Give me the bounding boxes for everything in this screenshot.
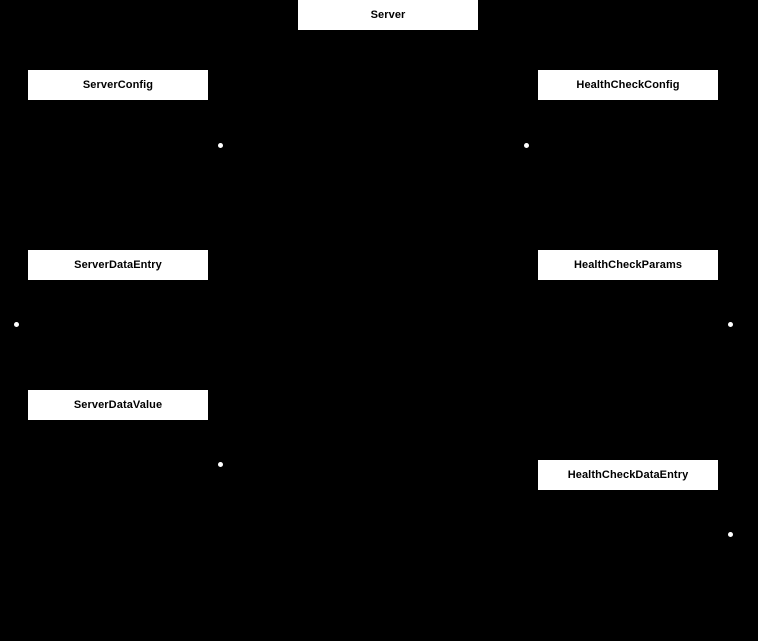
class-node-health-check-data-entry[interactable]: HealthCheckDataEntry [538,460,718,490]
class-node-server-config[interactable]: ServerConfig [28,70,208,100]
connector-endpoint-dot-icon [14,322,19,327]
class-node-label: ServerConfig [82,78,154,91]
class-node-label: HealthCheckConfig [576,78,680,91]
class-node-label: HealthCheckDataEntry [567,468,689,481]
class-node-server-data-entry[interactable]: ServerDataEntry [28,250,208,280]
class-node-server[interactable]: Server [298,0,478,30]
connector-endpoint-dot-icon [218,143,223,148]
connector-endpoint-dot-icon [524,143,529,148]
class-node-server-data-value[interactable]: ServerDataValue [28,390,208,420]
class-node-label: Server [370,8,406,21]
connector-endpoint-dot-icon [728,532,733,537]
connector-endpoint-dot-icon [218,462,223,467]
class-node-health-check-params[interactable]: HealthCheckParams [538,250,718,280]
class-node-label: HealthCheckParams [573,258,683,271]
connector-endpoint-dot-icon [728,322,733,327]
class-node-label: ServerDataValue [73,398,163,411]
class-node-health-check-config[interactable]: HealthCheckConfig [538,70,718,100]
class-node-label: ServerDataEntry [74,258,162,271]
